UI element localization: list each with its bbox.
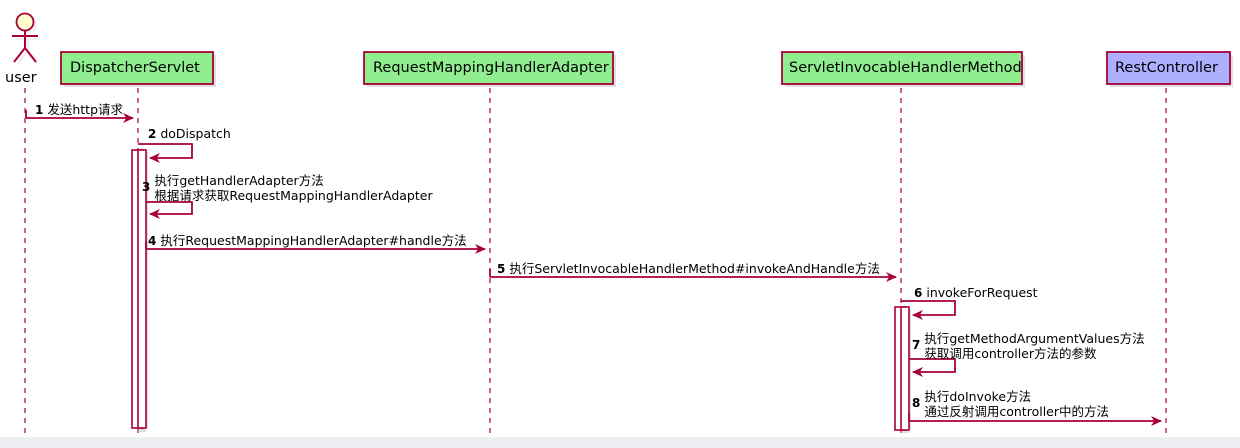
- message-number-2: 2: [148, 127, 157, 141]
- message-text-2: doDispatch: [160, 126, 231, 141]
- message-label-6: 6 invokeForRequest: [914, 285, 1038, 301]
- message-arrow-3-self: [146, 201, 193, 219]
- message-label-5: 5 执行ServletInvocableHandlerMethod#invoke…: [497, 261, 880, 277]
- message-text-3-line2: 根据请求获取RequestMappingHandlerAdapter: [154, 188, 433, 203]
- message-arrow-4: [145, 241, 486, 254]
- participant-label-servlet-invocable-handler-method: ServletInvocableHandlerMethod: [789, 60, 1022, 76]
- message-text-3-line1: 执行getHandlerAdapter方法: [154, 172, 324, 188]
- message-number-8: 8: [912, 396, 921, 411]
- message-label-3: 3 执行getHandlerAdapter方法 根据请求获取RequestMap…: [142, 172, 433, 204]
- message-arrow-1: [25, 110, 134, 123]
- participant-box-servlet-invocable-handler-method[interactable]: [781, 51, 1025, 87]
- message-text-7-line1: 执行getMethodArgumentValues方法: [924, 330, 1145, 346]
- bottom-strip: [0, 437, 1240, 448]
- message-number-6: 6: [914, 286, 923, 300]
- message-arrow-2-self: [138, 143, 193, 163]
- participant-label-rest-controller: RestController: [1115, 60, 1218, 76]
- message-text-5: 执行ServletInvocableHandlerMethod#invokeAn…: [509, 261, 880, 276]
- message-text-1: 发送http请求: [47, 102, 124, 117]
- actor-label-user: user: [5, 70, 37, 86]
- message-text-6: invokeForRequest: [926, 285, 1038, 300]
- message-label-8: 8 执行doInvoke方法 通过反射调用controller中的方法: [912, 388, 1109, 420]
- participant-label-dispatcher-servlet: DispatcherServlet: [70, 60, 200, 76]
- message-label-7: 7 执行getMethodArgumentValues方法 获取调用contro…: [912, 330, 1145, 362]
- message-number-3: 3: [142, 180, 151, 195]
- actor-user-icon: [12, 12, 40, 65]
- message-label-4: 4 执行RequestMappingHandlerAdapter#handle方…: [148, 233, 467, 249]
- message-text-4: 执行RequestMappingHandlerAdapter#handle方法: [160, 233, 467, 248]
- message-arrow-5: [489, 269, 897, 282]
- message-text-8-line1: 执行doInvoke方法: [924, 388, 1032, 404]
- activation-bar-dispatcher-servlet-inner: [137, 149, 148, 429]
- message-number-1: 1: [35, 103, 44, 117]
- message-text-7-line2: 获取调用controller方法的参数: [924, 346, 1097, 361]
- participant-label-request-mapping-handler-adapter: RequestMappingHandlerAdapter: [373, 60, 609, 76]
- message-text-8-line2: 通过反射调用controller中的方法: [924, 404, 1109, 419]
- activation-bar-servlet-invocable-handler-method-inner: [900, 306, 911, 431]
- message-arrow-7-self: [909, 358, 956, 377]
- message-number-7: 7: [912, 338, 921, 353]
- message-arrow-8: [908, 413, 1162, 426]
- message-number-5: 5: [497, 262, 506, 276]
- message-arrow-6-self: [901, 300, 956, 320]
- participant-box-rest-controller[interactable]: [1106, 51, 1233, 87]
- participant-box-request-mapping-handler-adapter[interactable]: [363, 51, 616, 87]
- message-number-4: 4: [148, 234, 157, 248]
- participant-box-dispatcher-servlet[interactable]: [60, 51, 216, 87]
- message-label-1: 1 发送http请求: [35, 102, 123, 118]
- message-label-2: 2 doDispatch: [148, 126, 231, 142]
